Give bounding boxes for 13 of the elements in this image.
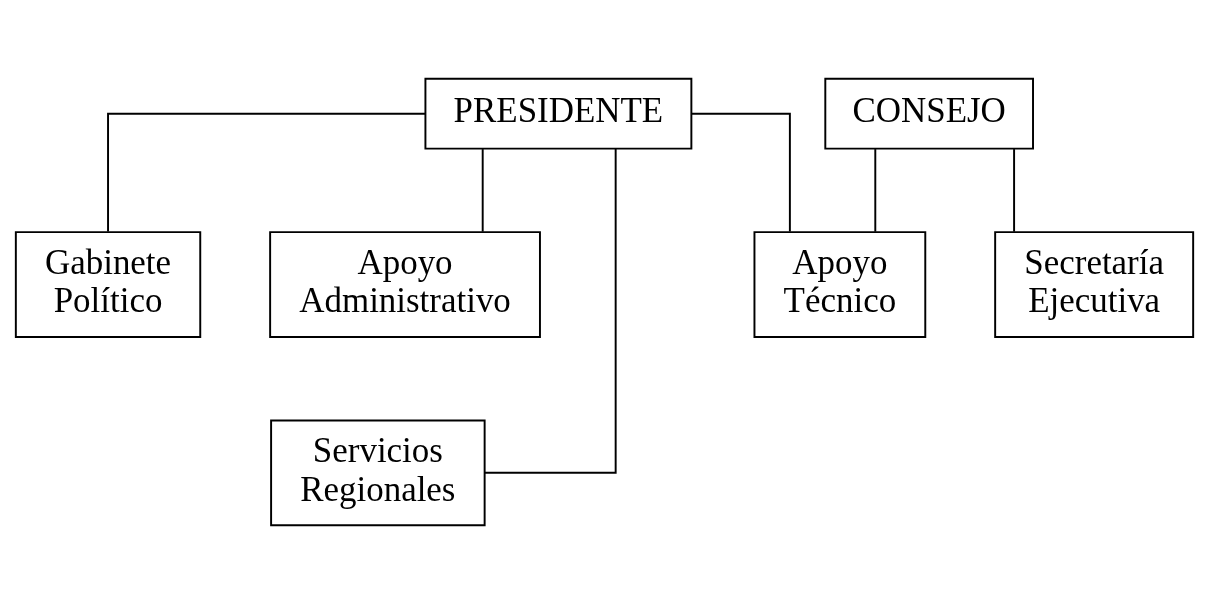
connector — [874, 148, 877, 233]
node-box: Gabinete Político — [14, 231, 202, 338]
connector — [483, 147, 617, 474]
node-box: Apoyo Técnico — [753, 231, 927, 338]
node-box: CONSEJO — [824, 77, 1034, 150]
node-box: Apoyo Administrativo — [269, 231, 541, 338]
node-box: Secretaría Ejecutiva — [994, 231, 1195, 338]
node-box: Servicios Regionales — [270, 419, 486, 527]
connector — [1013, 148, 1016, 233]
node-box: PRESIDENTE — [424, 77, 693, 150]
connector — [107, 112, 427, 233]
connector — [481, 148, 484, 233]
connector — [690, 112, 791, 233]
